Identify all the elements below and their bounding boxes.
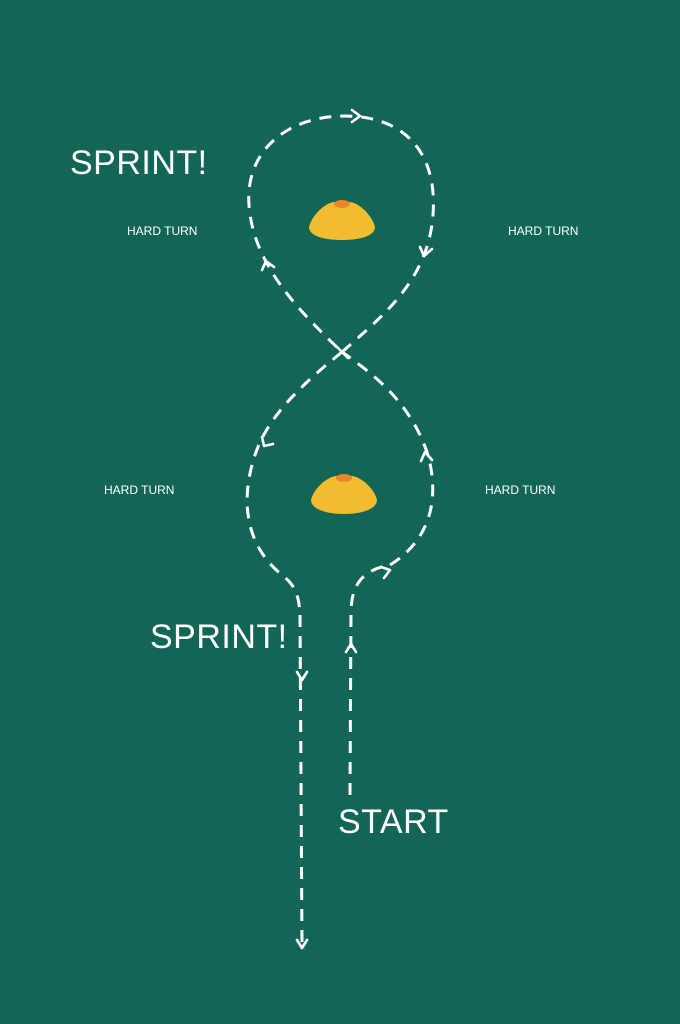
arrowhead-icon xyxy=(418,245,434,258)
start-label: START xyxy=(338,803,449,841)
cone-icon xyxy=(311,474,377,514)
arrowhead-icon xyxy=(419,450,434,463)
lower-loop-right xyxy=(341,350,435,567)
lower-loop-left xyxy=(245,350,343,616)
sprint-label-bottom: SPRINT! xyxy=(150,618,288,656)
direction-arrows xyxy=(260,108,434,950)
arrowhead-icon xyxy=(260,435,275,448)
arrowhead-icon xyxy=(379,565,392,580)
crossing-mark xyxy=(334,344,350,360)
arrowhead-icon xyxy=(350,108,362,124)
arrowhead-icon xyxy=(260,259,276,272)
hard-turn-label-top-right: HARD TURN xyxy=(508,224,579,238)
cone-icon xyxy=(309,200,375,240)
arrowhead-icon xyxy=(344,642,358,654)
arrowhead-icon xyxy=(295,938,309,950)
hard-turn-label-bottom-right: HARD TURN xyxy=(485,483,556,497)
hard-turn-label-top-left: HARD TURN xyxy=(127,224,198,238)
exit-lane xyxy=(298,614,304,946)
hard-turn-label-bottom-left: HARD TURN xyxy=(104,483,175,497)
arrowhead-icon xyxy=(295,670,309,682)
upper-loop xyxy=(247,114,435,354)
start-lane xyxy=(348,563,391,796)
sprint-label-top: SPRINT! xyxy=(70,144,208,182)
